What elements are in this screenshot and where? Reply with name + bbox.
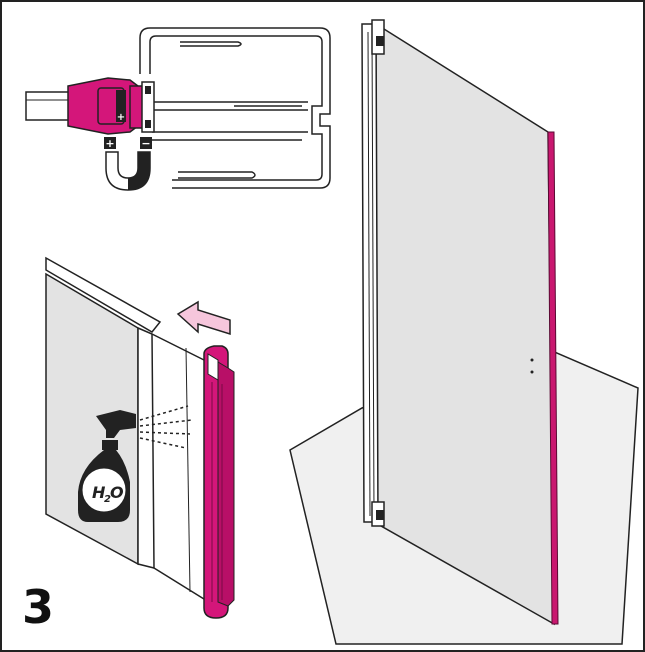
step-number: 3 bbox=[22, 580, 55, 634]
h2o-o: O bbox=[110, 483, 124, 502]
magnetic-seal-strip bbox=[547, 131, 559, 625]
plus-sign: + bbox=[117, 112, 125, 123]
magnetic-clip: + bbox=[25, 77, 155, 135]
h2o-h: H bbox=[92, 483, 106, 502]
magnet-minus-label: − bbox=[141, 137, 150, 150]
magnet-icon: + − bbox=[104, 137, 152, 191]
h2o-2: 2 bbox=[104, 494, 111, 505]
hinge-top-icon bbox=[371, 19, 385, 55]
seal-profile-section bbox=[139, 27, 331, 189]
glass-door bbox=[361, 19, 559, 626]
seal-strip bbox=[203, 345, 235, 619]
spray-bottle-icon: H 2 O bbox=[78, 405, 193, 522]
magnet-plus-label: + bbox=[105, 137, 114, 150]
hinge-bottom-icon bbox=[371, 501, 385, 527]
direction-arrow-icon bbox=[176, 300, 231, 336]
